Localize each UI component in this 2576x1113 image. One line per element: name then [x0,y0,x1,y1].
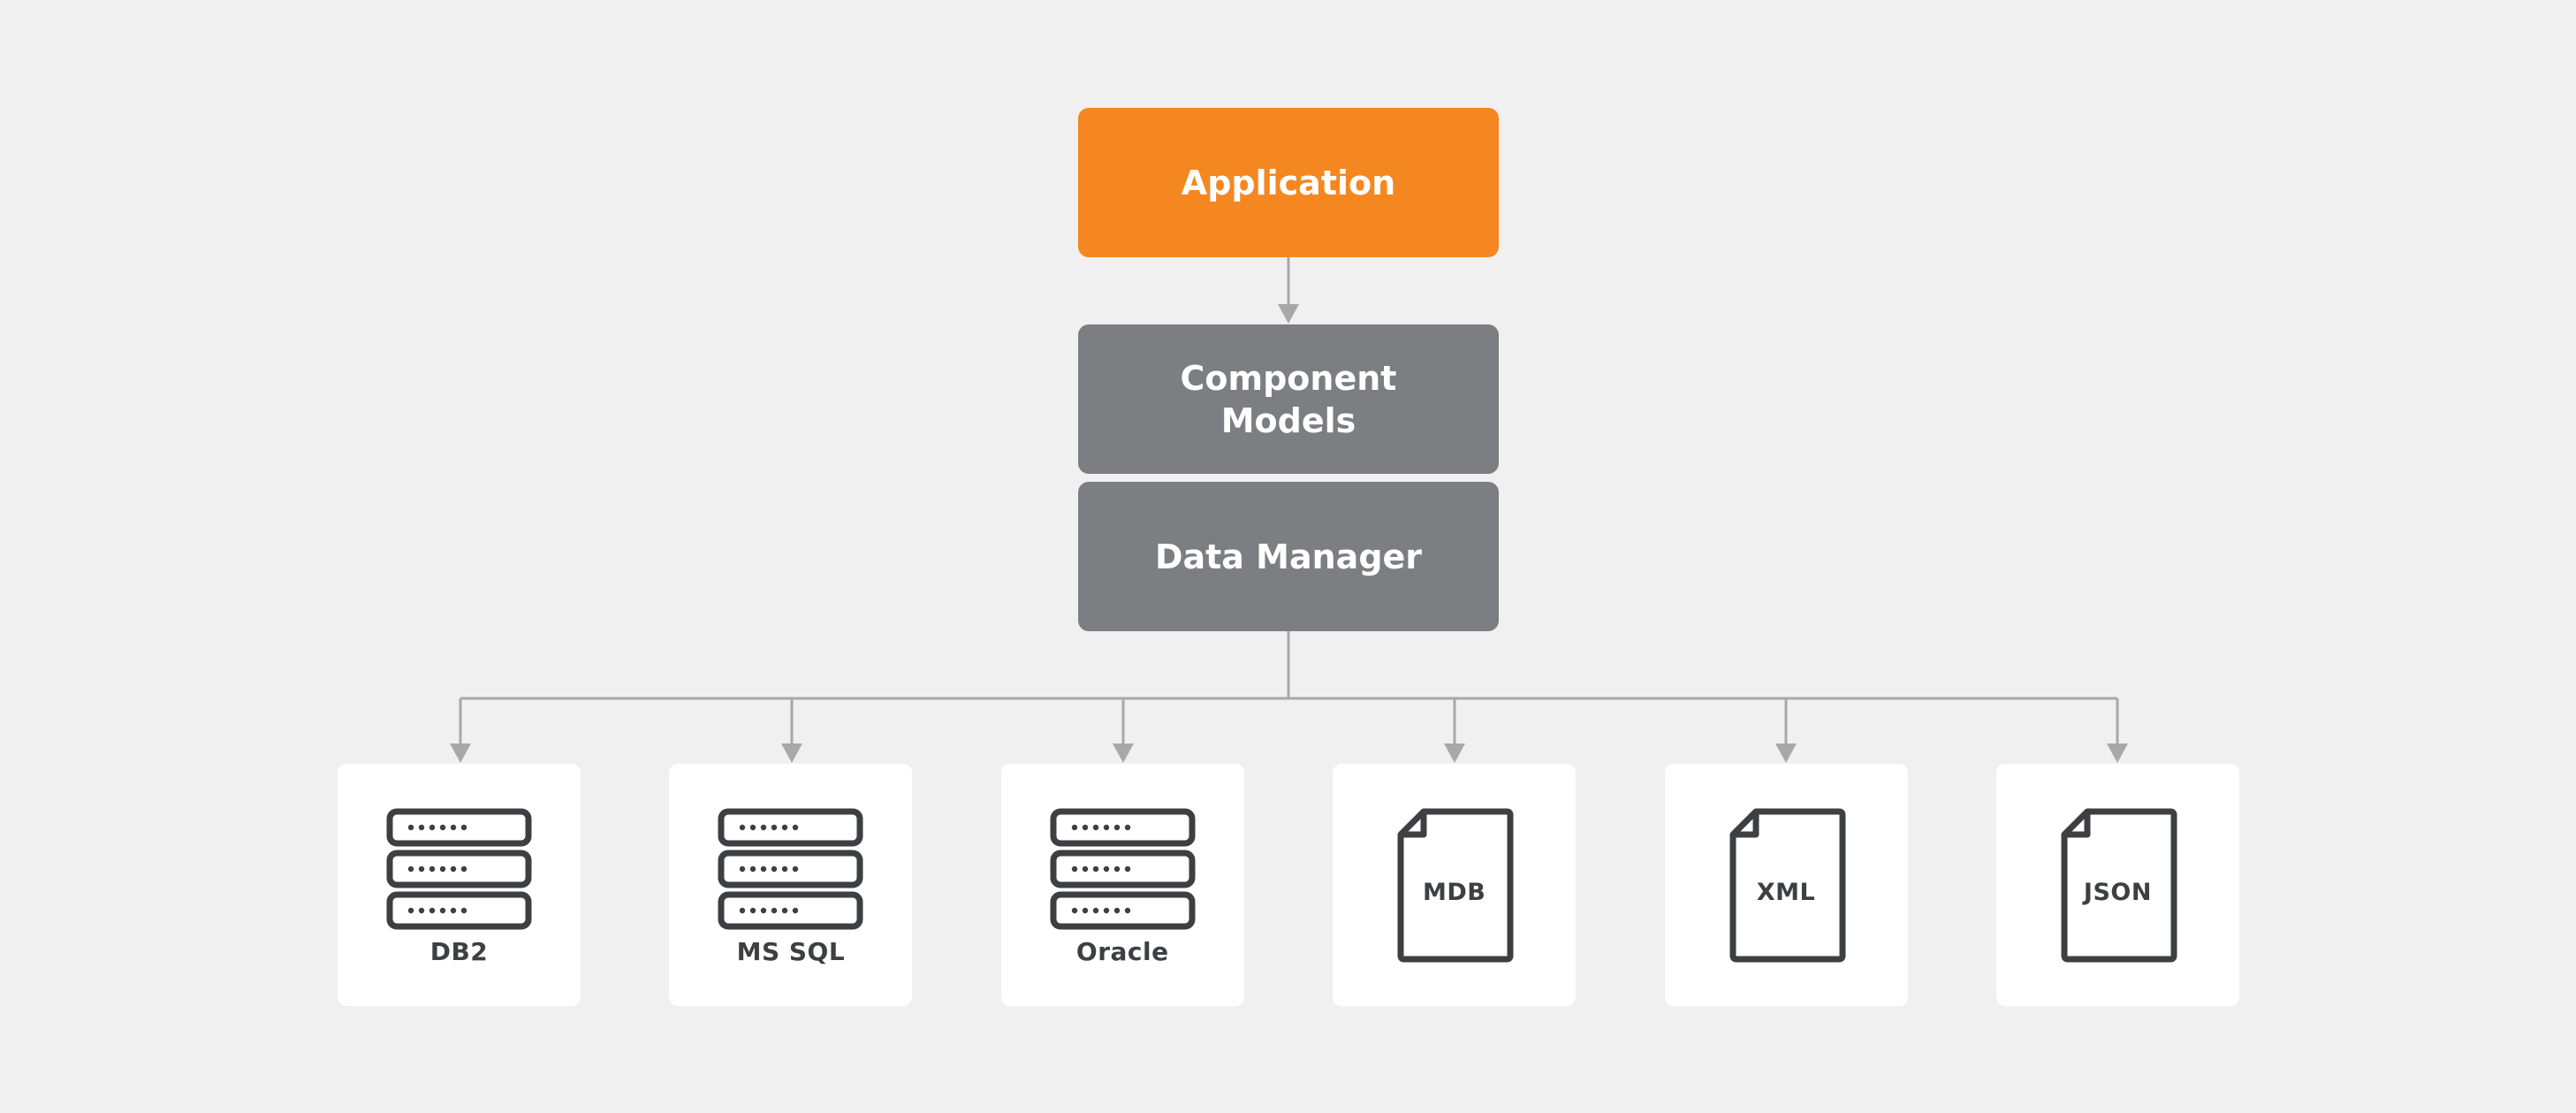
arrowhead-db2 [450,743,471,763]
source-label-oracle: Oracle [1075,937,1169,966]
source-card-json: JSON [1995,764,2239,1006]
source-label-mssql: MS SQL [736,937,846,966]
file-icon [1397,808,1514,963]
source-label-mdb: MDB [1422,879,1486,906]
application-box: Application [1078,108,1499,257]
component-models-label: Component Models [1180,358,1397,440]
data-manager-label: Data Manager [1154,537,1423,576]
source-card-oracle: Oracle [1000,764,1244,1006]
database-server-icon [386,808,532,930]
database-server-icon [1050,808,1196,930]
source-card-mdb: MDB [1333,764,1577,1006]
source-label-xml: XML [1756,879,1816,906]
arrowhead-oracle [1113,743,1134,763]
arrowhead-mdb [1444,743,1465,763]
data-manager-box: Data Manager [1078,482,1499,631]
application-label: Application [1181,163,1396,202]
file-icon [1729,808,1846,963]
source-card-db2: DB2 [338,764,581,1006]
arrowhead-json [2107,743,2128,763]
component-models-box: Component Models [1078,324,1499,474]
file-icon [2061,808,2177,963]
arrowhead-components [1278,304,1299,324]
source-label-json: JSON [2083,879,2152,906]
database-server-icon [718,808,863,930]
source-card-mssql: MS SQL [669,764,913,1006]
source-card-xml: XML [1664,764,1908,1006]
arrowhead-mssql [781,743,802,763]
source-label-db2: DB2 [429,937,489,966]
data-sources-row: DB2 MS SQL [338,764,2239,1006]
arrowhead-xml [1775,743,1797,763]
